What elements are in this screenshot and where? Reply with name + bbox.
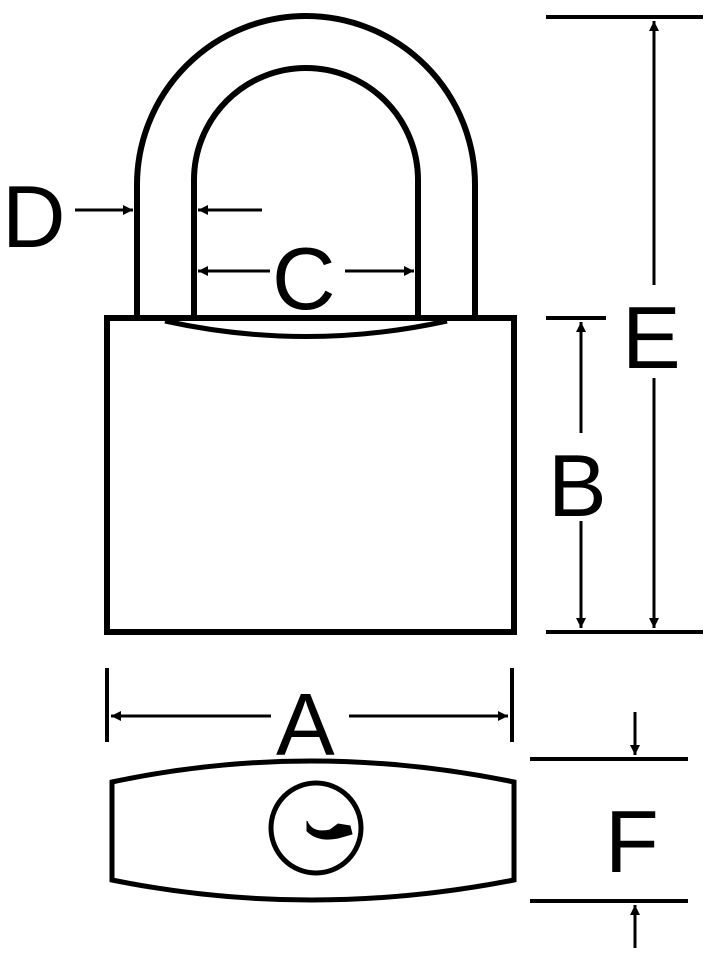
dimension-e [546, 15, 703, 628]
lock-body [104, 315, 517, 635]
label-e: E [622, 288, 681, 387]
keyway-icon [306, 820, 353, 840]
dimension-b [546, 316, 703, 634]
keyhole-circle [268, 780, 364, 876]
shackle-outer [134, 13, 478, 318]
label-d: D [2, 167, 66, 266]
shackle-inner [191, 65, 421, 318]
lock-bottom-view [109, 758, 517, 903]
body-top-curve [164, 318, 448, 339]
shackle [134, 13, 478, 318]
label-a: A [276, 675, 335, 774]
label-c: C [272, 229, 336, 328]
body-outline [104, 315, 517, 635]
label-f: F [605, 792, 659, 891]
dimension-a [105, 668, 514, 742]
bottom-view-outline [109, 758, 517, 903]
dimension-f [530, 712, 688, 948]
label-b: B [548, 436, 607, 535]
